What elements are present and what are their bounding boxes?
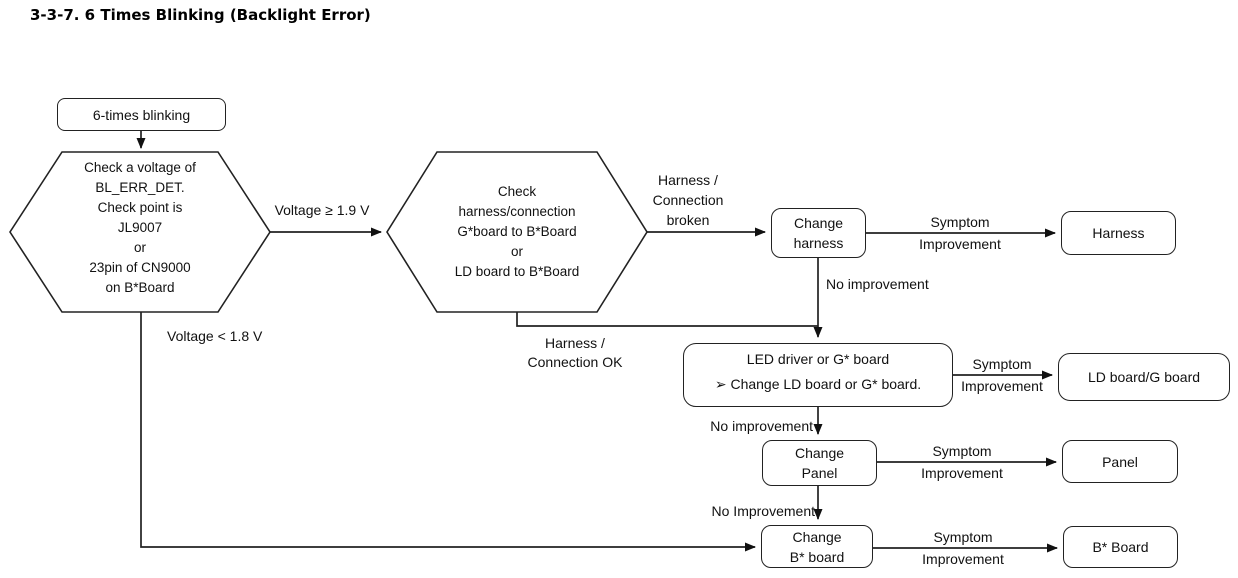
node-result-ld-board: LD board/G board	[1058, 353, 1230, 401]
node-led-driver: LED driver or G* board ➢ Change LD board…	[683, 343, 953, 407]
edge-label-voltage-low: Voltage < 1.8 V	[167, 328, 263, 344]
node-change-panel: Change Panel	[762, 440, 877, 486]
page-title: 3-3-7. 6 Times Blinking (Backlight Error…	[30, 6, 371, 24]
edge-label-symptom-improvement-1: Symptom Improvement	[919, 214, 1001, 252]
edge-label-symptom-improvement-4: Symptom Improvement	[922, 529, 1004, 567]
led-driver-title: LED driver or G* board	[746, 351, 890, 367]
edge-label-no-improvement-3: No Improvement	[711, 503, 815, 519]
decision-check-voltage-shape	[9, 151, 271, 313]
edge-label-harness-ok: Harness / Connection OK	[527, 335, 623, 370]
node-result-panel: Panel	[1062, 440, 1178, 483]
node-result-b-board: B* Board	[1063, 526, 1178, 568]
edge-label-no-improvement-1: No improvement	[826, 276, 929, 292]
connector-voltage-low	[140, 312, 756, 552]
node-result-harness: Harness	[1061, 211, 1176, 255]
edge-label-voltage-high: Voltage ≥ 1.9 V	[274, 202, 370, 218]
decision-check-voltage-label: Check a voltage of BL_ERR_DET. Check poi…	[84, 160, 196, 295]
node-change-b-board: Change B* board	[761, 525, 873, 568]
edge-label-no-improvement-2: No improvement	[710, 418, 813, 434]
connector-harness-ok	[516, 312, 818, 327]
led-driver-action: ➢ Change LD board or G* board.	[714, 376, 922, 392]
decision-check-harness-label: Check harness/connection G*board to B*Bo…	[454, 184, 580, 279]
edge-label-symptom-improvement-2: Symptom Improvement	[961, 356, 1043, 394]
decision-check-harness-shape	[386, 151, 648, 313]
node-change-harness: Change harness	[771, 208, 866, 258]
node-start: 6-times blinking	[57, 98, 226, 131]
edge-label-harness-broken: Harness / Connection broken	[652, 172, 724, 228]
edge-label-symptom-improvement-3: Symptom Improvement	[921, 443, 1003, 481]
